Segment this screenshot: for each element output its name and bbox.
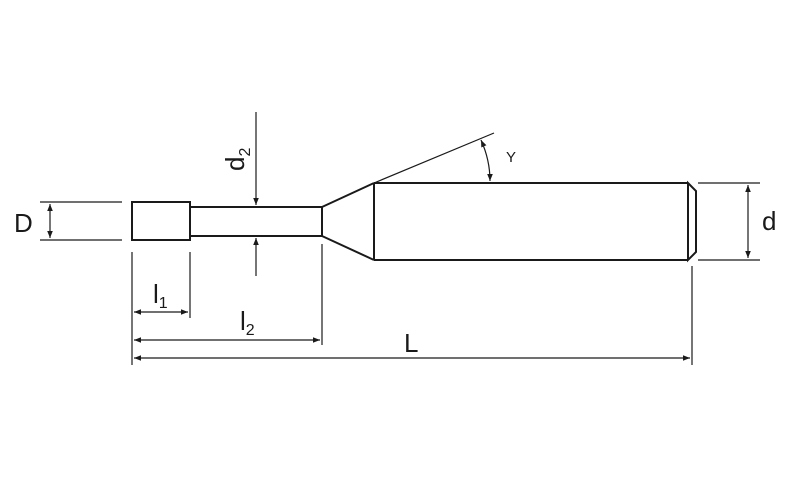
angle-reference-line bbox=[373, 132, 495, 184]
tool-outline bbox=[131, 180, 697, 263]
svg-text:d2: d2 bbox=[220, 148, 254, 171]
label-D: D bbox=[14, 208, 33, 238]
label-l1-sub: 1 bbox=[159, 295, 168, 312]
label-d2: d2 bbox=[220, 148, 254, 171]
dimension-labels: D d d2 l1 l2 L Y bbox=[14, 148, 776, 358]
cutting-head bbox=[131, 201, 191, 241]
label-l2: l2 bbox=[240, 306, 255, 339]
label-Y: Y bbox=[506, 149, 516, 166]
label-d2-main: d bbox=[220, 157, 250, 171]
label-d2-sub: 2 bbox=[237, 148, 254, 157]
neck bbox=[189, 206, 323, 237]
taper bbox=[321, 182, 375, 261]
label-l1: l1 bbox=[153, 279, 168, 312]
shank bbox=[373, 182, 688, 261]
label-L: L bbox=[404, 328, 418, 358]
label-l2-main: l bbox=[240, 306, 246, 336]
shank-end-chamfer bbox=[687, 180, 697, 263]
angle-arc bbox=[480, 139, 493, 182]
label-l1-main: l bbox=[153, 279, 159, 309]
label-d: d bbox=[762, 206, 776, 236]
dimension-lines bbox=[40, 112, 760, 365]
label-l2-sub: 2 bbox=[246, 322, 255, 339]
